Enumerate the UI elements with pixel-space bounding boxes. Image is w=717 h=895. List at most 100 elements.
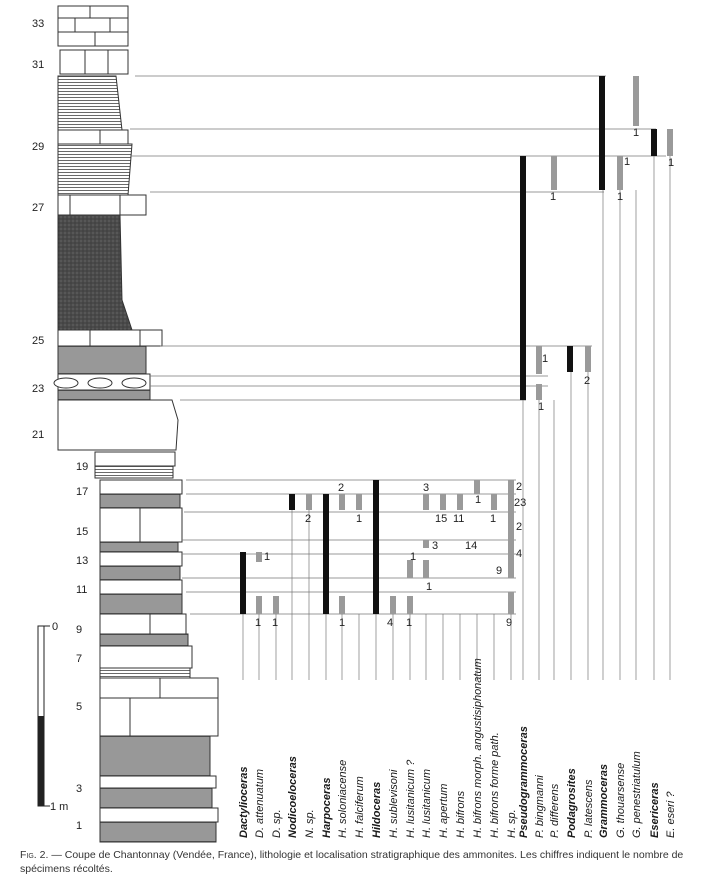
taxon-label: G. penestriatulum [631,751,643,838]
bed-label: 33 [32,18,44,30]
taxon-label: Grammoceras [598,764,610,838]
taxon-label: P. latescens [583,779,595,838]
bed-2 [99,807,219,823]
taxon-label: Hildoceras [371,782,383,838]
bed-label: 17 [76,486,88,498]
specimen-counts: 1 1 2 1 1 2 1 4 1 3 1 1 14 3 15 11 1 1 9… [255,127,674,629]
count-label: 3 [432,540,438,552]
count-label: 4 [387,617,393,629]
bed-24-marl [57,345,147,375]
bed-18 [99,479,183,495]
bed-3 [99,787,213,809]
bed-label: 15 [76,526,88,538]
bed-14 [99,551,183,567]
species-specimen-bars [256,76,673,614]
count-label: 4 [516,548,522,560]
taxon-label: H. bifrons [455,790,467,838]
count-label: 2 [516,521,522,533]
specimen-bar [457,494,463,510]
count-label: 1 [633,127,639,139]
specimen-bar [273,596,279,614]
count-label: 2 [338,482,344,494]
taxon-label: H. falciferum [354,776,366,838]
specimen-bar [256,596,262,614]
bed-33 [57,5,129,47]
bed-28-marl [57,143,133,196]
taxon-label: H. sublevisoni [388,769,400,838]
specimen-bar [585,346,591,372]
nodule [121,377,147,389]
bed-10 [99,613,187,635]
bed-27 [57,194,147,216]
count-label: 1 [550,191,556,203]
bed-label: 13 [76,555,88,567]
count-label: 9 [506,617,512,629]
caption-text: — Coupe de Chantonnay (Vendée, France), … [20,849,684,875]
specimen-bar [508,592,514,614]
count-label: 23 [514,497,526,509]
specimen-bar [356,494,362,510]
bed-1 [99,821,217,843]
bed-labels: 33 31 29 27 25 23 21 19 17 15 13 11 9 7 … [32,18,88,832]
bed-20 [94,451,176,467]
specimen-bar [633,76,639,126]
specimen-bar [491,494,497,510]
range-dactylioceras [240,552,246,614]
bed-26-shale [57,214,133,331]
bed-13 [99,565,181,581]
bed-label: 21 [32,429,44,441]
bed-label: 1 [76,820,82,832]
scale-bottom-label: 1 m [50,801,68,813]
range-harpoceras [323,494,329,614]
bed-19 [94,465,174,479]
count-label: 2 [584,375,590,387]
range-esericeras [651,129,657,156]
taxon-label: G. thouarsense [615,763,627,838]
specimen-bar [536,346,542,374]
bed-5 [99,735,211,777]
specimen-bar [390,596,396,614]
taxon-label: H. soloniacense [337,760,349,838]
count-label: 1 [406,617,412,629]
bed-30-marl [57,75,123,131]
bed-17 [99,493,181,509]
range-nodicoeloceras [289,494,295,510]
count-label: 1 [255,617,261,629]
bed-label: 25 [32,335,44,347]
count-label: 2 [516,481,522,493]
taxon-label: D. attenuatum [254,769,266,838]
range-pseudogrammoceras [520,156,526,400]
count-label: 14 [465,540,477,552]
scale-top-label: 0 [52,621,58,633]
taxon-label: Dactylioceras [238,766,250,838]
specimen-bar [617,156,623,190]
taxon-label: Pseudogrammoceras [518,726,530,838]
bed-29 [57,129,129,145]
range-hildoceras [373,480,379,614]
specimen-bar [339,596,345,614]
bed-4 [99,775,217,789]
bed-label: 31 [32,59,44,71]
specimen-bar [423,494,429,510]
count-label: 1 [668,157,674,169]
taxon-label: N. sp. [304,809,316,838]
count-label: 3 [423,482,429,494]
bed-label: 3 [76,783,82,795]
taxon-label: Harpoceras [321,777,333,838]
specimen-bar [508,480,514,578]
taxon-label: Nodicoeloceras [287,756,299,838]
specimen-bar [407,596,413,614]
specimen-bar [339,494,345,510]
count-label: 1 [617,191,623,203]
bed-9 [99,633,189,647]
specimen-bar [667,129,673,156]
bed-label: 19 [76,461,88,473]
nodule [87,377,113,389]
bed-12 [99,579,183,595]
figure-caption: Fig. 2. — Coupe de Chantonnay (Vendée, F… [20,848,700,876]
bed-32 [59,49,129,75]
taxon-label: H. lusitanicum [421,769,433,838]
taxon-label: Esericeras [649,782,661,838]
bed-label: 5 [76,701,82,713]
